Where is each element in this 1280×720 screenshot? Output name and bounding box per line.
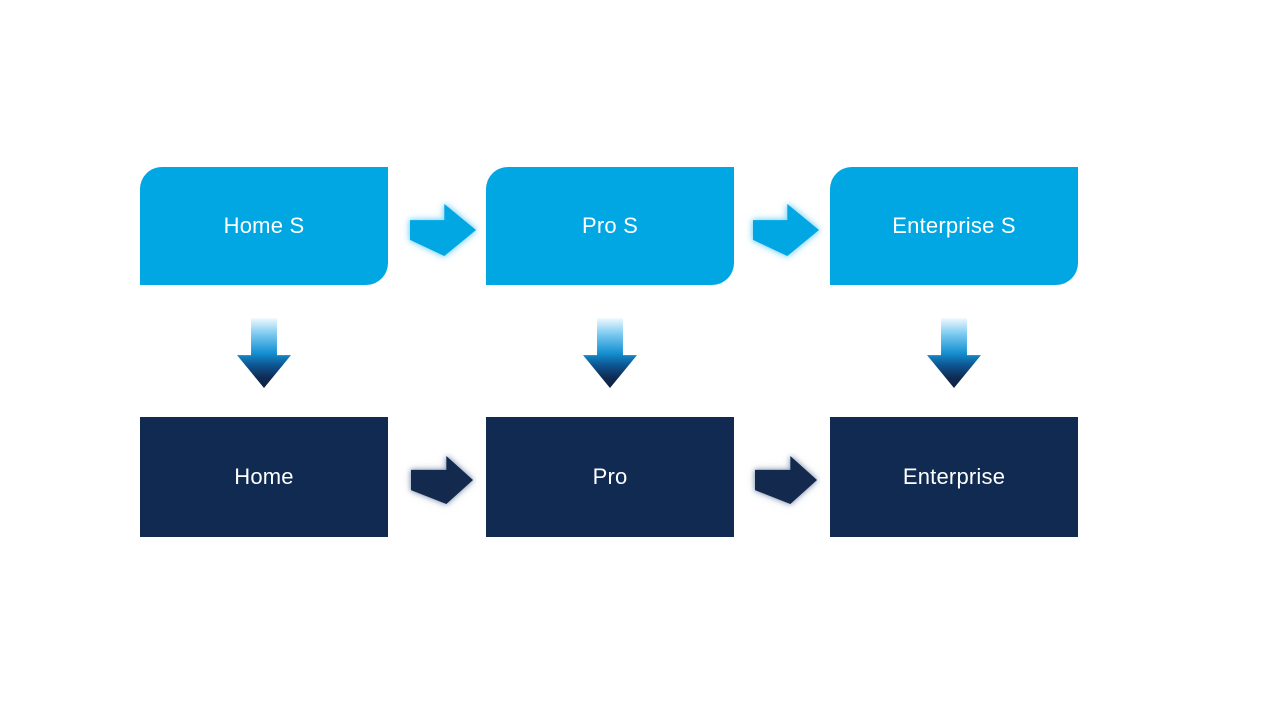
down-arrow-icon [583, 318, 637, 388]
node-pro-s-label: Pro S [581, 213, 639, 238]
right-arrow-shape [410, 204, 476, 256]
node-home-label: Home [234, 464, 294, 489]
down-arrow-icon [237, 318, 291, 388]
node-pro-label: Pro [592, 464, 628, 489]
right-arrow-icon [755, 456, 817, 504]
right-arrow-shape [753, 204, 819, 256]
right-arrow-icon [410, 204, 476, 256]
node-enterprise-label: Enterprise [902, 464, 1006, 489]
node-home-s-label: Home S [223, 213, 305, 238]
node-pro[interactable]: Pro [486, 417, 734, 537]
right-arrow-shape [755, 456, 817, 504]
right-arrow-shape [411, 456, 473, 504]
right-arrow-icon [753, 204, 819, 256]
node-enterprise[interactable]: Enterprise [830, 417, 1078, 537]
down-arrow-icon [927, 318, 981, 388]
node-enterprise-s-label: Enterprise S [892, 213, 1016, 238]
right-arrow-icon [411, 456, 473, 504]
node-pro-s[interactable]: Pro S [486, 167, 734, 285]
node-home-s[interactable]: Home S [140, 167, 388, 285]
node-enterprise-s[interactable]: Enterprise S [830, 167, 1078, 285]
node-home[interactable]: Home [140, 417, 388, 537]
